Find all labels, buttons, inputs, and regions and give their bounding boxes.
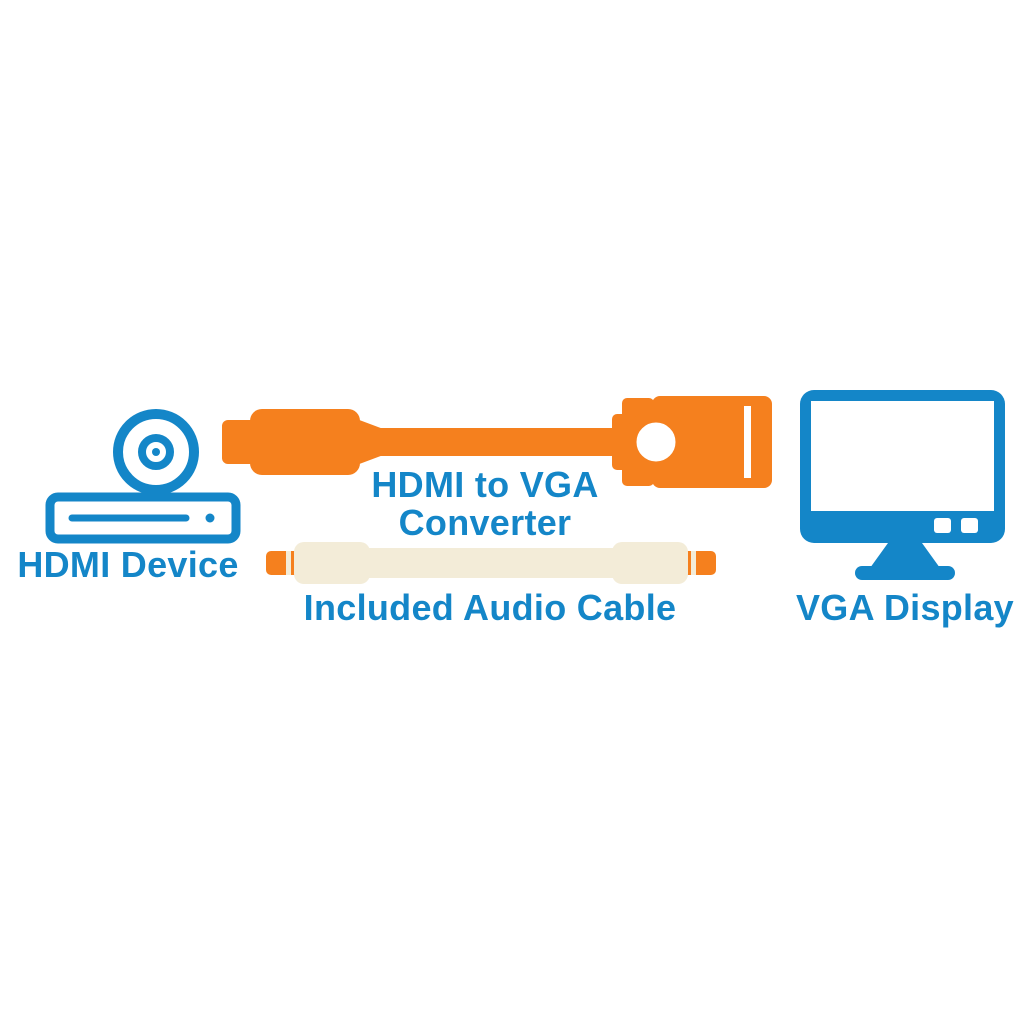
hdmi-device-icon	[38, 400, 248, 545]
converter-label-line1: HDMI to VGA	[371, 464, 599, 505]
audio-cable-label: Included Audio Cable	[303, 587, 677, 628]
converter-label: HDMI to VGA Converter	[330, 466, 640, 542]
converter-label-line2: Converter	[398, 502, 572, 543]
audio-cable-graphic	[266, 542, 716, 584]
hdmi-device-label: HDMI Device	[17, 544, 239, 585]
vga-display-icon	[795, 388, 1015, 588]
disc-player-graphic	[45, 409, 241, 544]
monitor-graphic	[800, 390, 1005, 580]
audio-cable-icon	[266, 540, 716, 586]
converter-cable-graphic	[222, 396, 772, 488]
hdmi-to-vga-cable-icon	[220, 394, 782, 490]
vga-display-label: VGA Display	[795, 587, 1015, 628]
